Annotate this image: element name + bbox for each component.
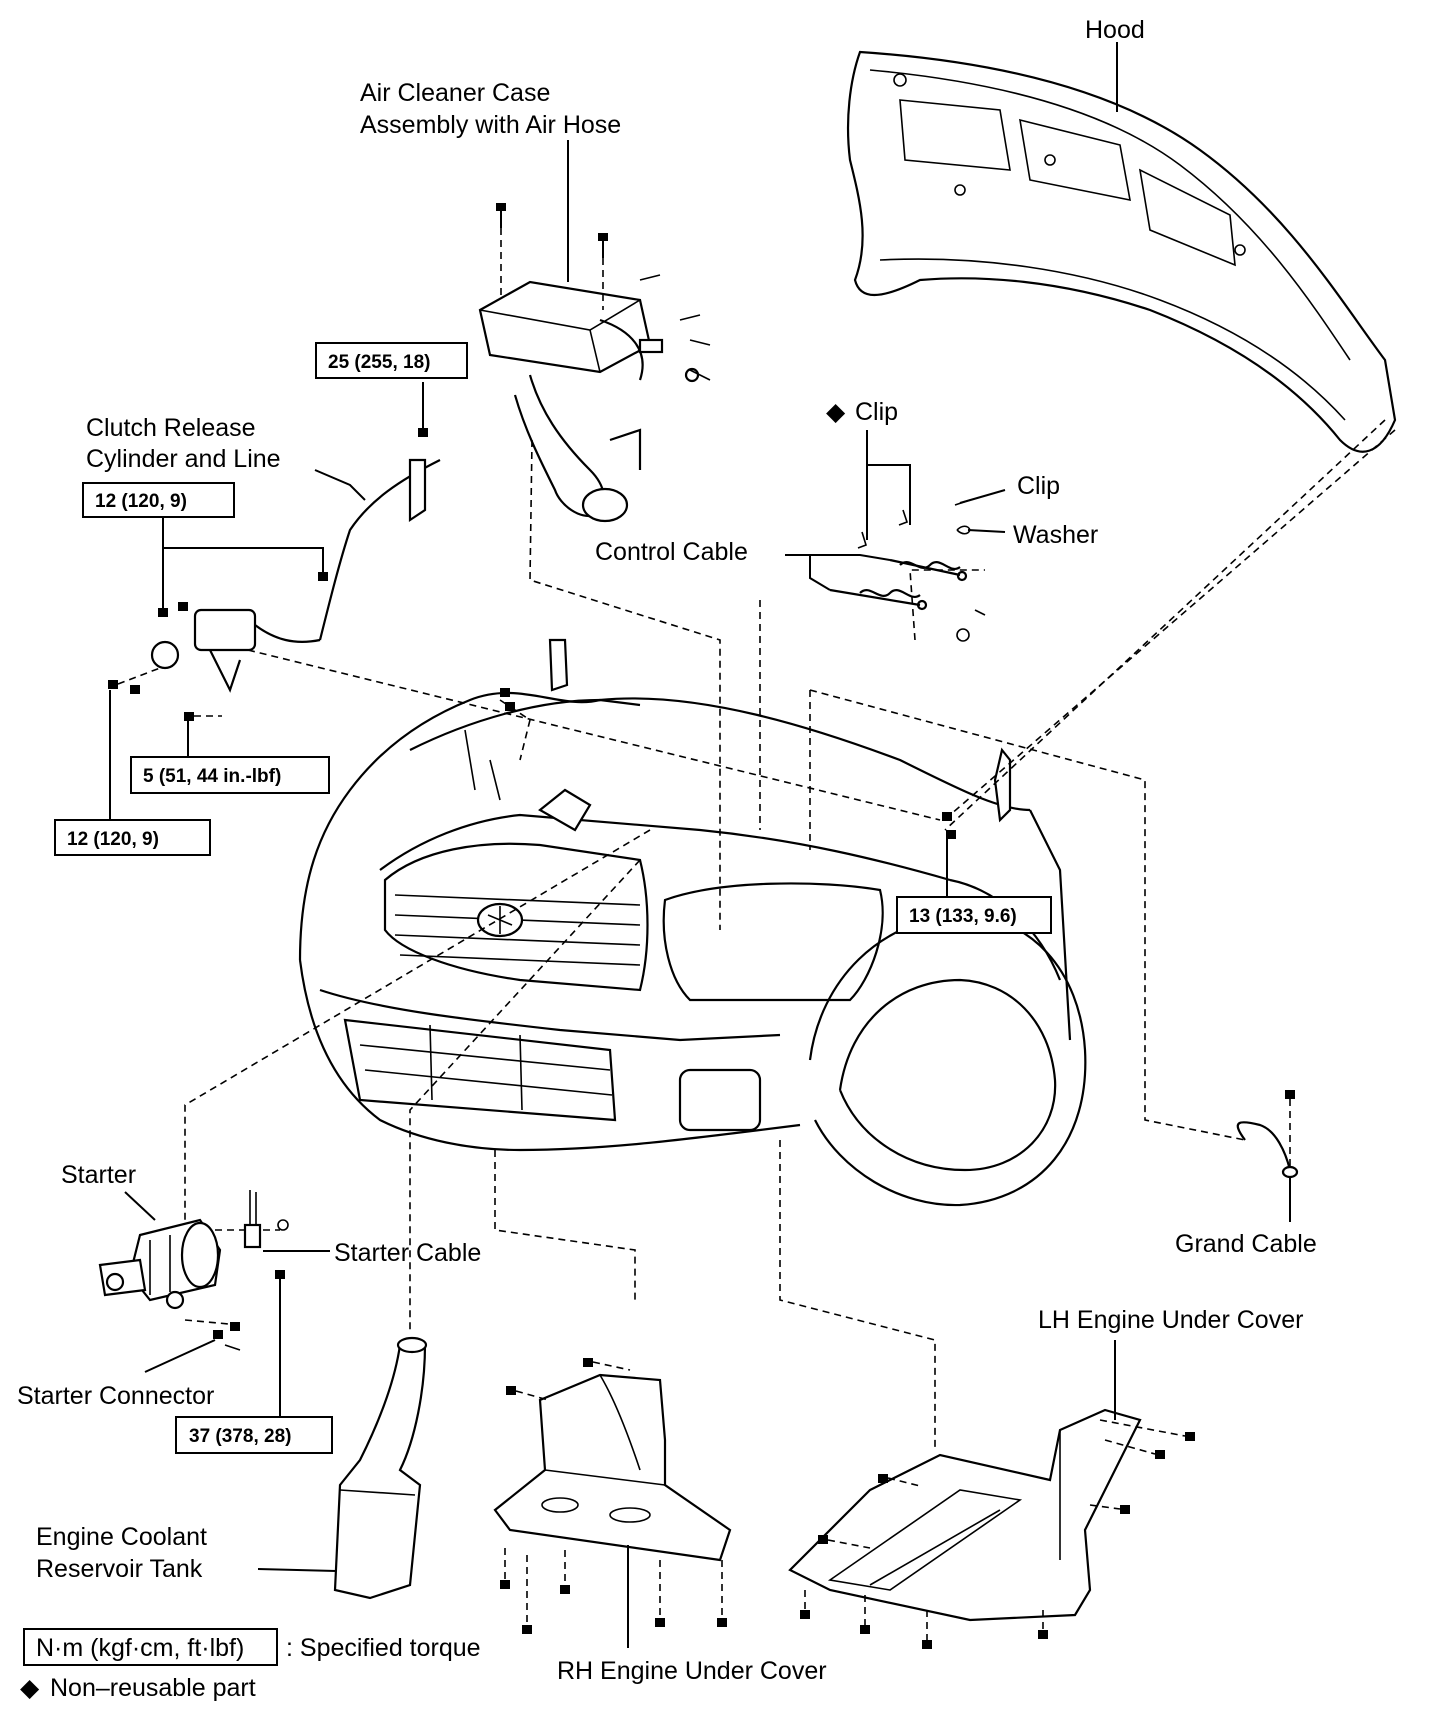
- torque-clutch-small: 5 (51, 44 in.-lbf): [143, 766, 281, 787]
- rh-engine-under-cover-part: [493, 1358, 732, 1634]
- assembly-dashed-lines: [184, 419, 1396, 1450]
- clutch-bolts: [108, 572, 328, 721]
- torque-clutch-line-bracket: 25 (255, 18): [328, 352, 430, 373]
- label-air-cleaner-1: Air Cleaner Case: [360, 79, 550, 107]
- torque-clutch-upper: 12 (120, 9): [95, 491, 187, 512]
- hood-hinge-part: [500, 638, 1012, 839]
- part-labels: Hood Air Cleaner Case Assembly with Air …: [17, 16, 1317, 1685]
- legend-nonreusable-symbol: ◆: [20, 1674, 40, 1702]
- label-coolant-2: Reservoir Tank: [36, 1555, 203, 1583]
- torque-clutch-lower: 12 (120, 9): [67, 829, 159, 850]
- label-starter-cable: Starter Cable: [334, 1239, 481, 1267]
- label-clip: Clip: [1017, 472, 1060, 500]
- label-grand-cable: Grand Cable: [1175, 1230, 1317, 1258]
- label-clip-nonreusable: Clip: [855, 398, 898, 426]
- torque-specs: 25 (255, 18) 12 (120, 9) 5 (51, 44 in.-l…: [54, 342, 1052, 1454]
- torque-starter-bolt: 37 (378, 28): [189, 1426, 291, 1447]
- label-washer: Washer: [1013, 521, 1098, 549]
- legend: N·m (kgf·cm, ft·lbf) : Specified torque …: [20, 1628, 481, 1702]
- legend-torque-desc: : Specified torque: [286, 1634, 481, 1662]
- torque-hood-hinge: 13 (133, 9.6): [909, 906, 1017, 927]
- air-cleaner-bolts: [496, 203, 711, 383]
- label-air-cleaner-2: Assembly with Air Hose: [360, 111, 621, 139]
- label-clutch-1: Clutch Release: [86, 414, 256, 442]
- starter-part: [98, 1190, 289, 1351]
- label-control-cable: Control Cable: [595, 538, 748, 566]
- legend-nonreusable-desc: Non–reusable part: [50, 1674, 256, 1702]
- label-starter-connector: Starter Connector: [17, 1382, 214, 1410]
- legend-torque-unit: N·m (kgf·cm, ft·lbf): [36, 1634, 244, 1662]
- label-hood: Hood: [1085, 16, 1145, 44]
- label-lh-under-cover: LH Engine Under Cover: [1038, 1306, 1303, 1334]
- label-rh-under-cover: RH Engine Under Cover: [557, 1657, 827, 1685]
- coolant-reservoir-tank-part: [333, 1336, 428, 1600]
- control-cable-part: [829, 499, 986, 642]
- label-clutch-2: Cylinder and Line: [86, 445, 281, 473]
- grand-cable-part: [1236, 1090, 1299, 1179]
- lh-engine-under-cover-part: [788, 1408, 1195, 1649]
- hood-part: [846, 50, 1397, 453]
- air-cleaner-case-part: [478, 280, 664, 523]
- clutch-release-cylinder-part: [150, 408, 441, 693]
- vehicle-front-body: [298, 691, 1087, 1207]
- label-coolant-1: Engine Coolant: [36, 1523, 207, 1551]
- label-starter: Starter: [61, 1161, 136, 1189]
- nonreusable-marker-clip: ◆: [826, 398, 846, 426]
- leader-lines: [109, 42, 1291, 1648]
